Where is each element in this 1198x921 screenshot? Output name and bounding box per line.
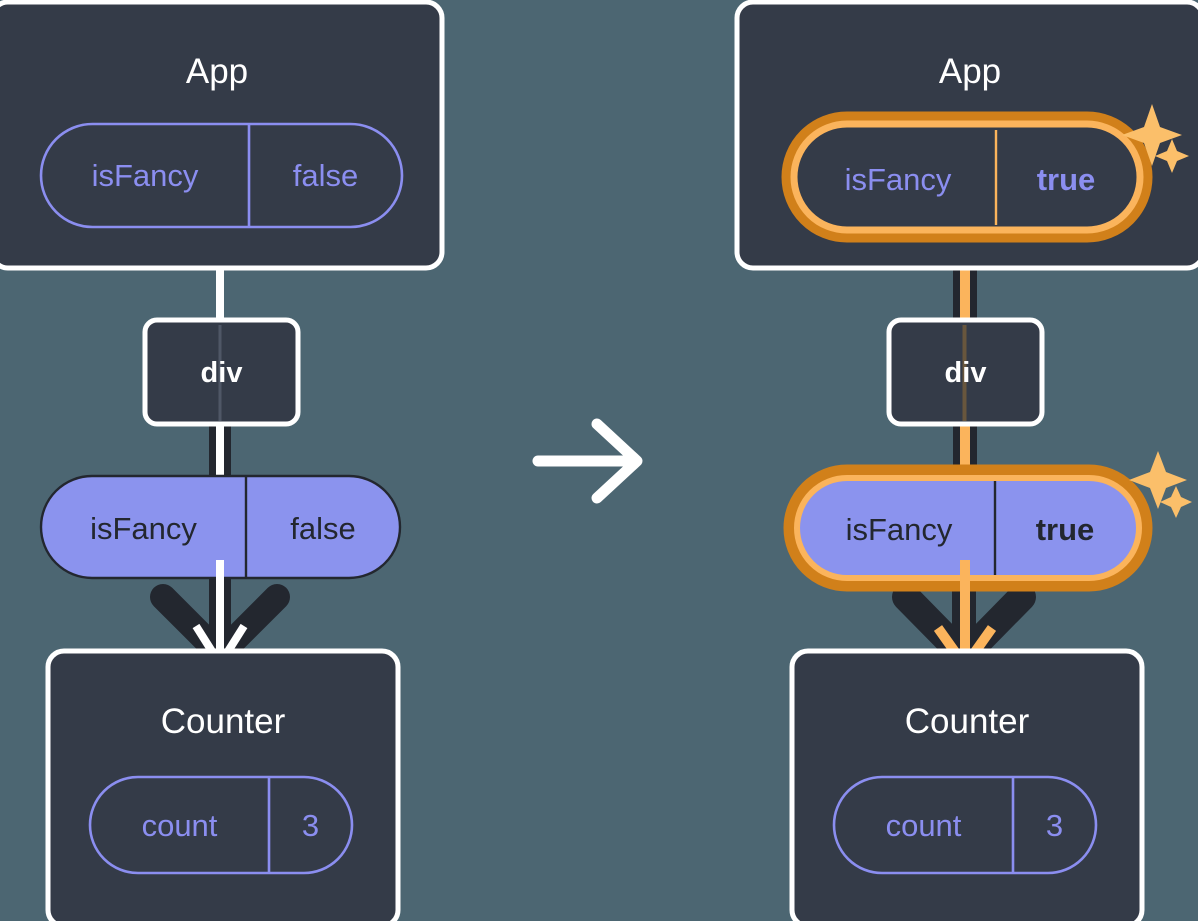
div-line-overlay-left	[218, 325, 222, 421]
app-pill-highlight-outer-right	[781, 111, 1153, 243]
app-panel-left	[0, 0, 445, 271]
counter-state-pill-left	[88, 775, 354, 875]
prop-pill-right	[783, 464, 1153, 592]
connector-app-to-div-orange-right	[960, 225, 970, 330]
app-state-pill-right	[781, 111, 1153, 243]
div-line-overlay-right	[962, 325, 967, 421]
connector-app-to-div-left	[216, 262, 224, 324]
transition-right-arrow-icon	[532, 418, 643, 504]
app-pill-highlight-inner-right	[790, 120, 1144, 234]
counter-state-pill-right	[832, 775, 1098, 875]
app-panel-right	[734, 0, 1198, 271]
counter-panel-left	[45, 648, 401, 921]
connector-div-to-prop-white-left	[216, 418, 224, 518]
counter-panel-right	[789, 648, 1145, 921]
sparkle-icon-prop-right	[1129, 451, 1192, 518]
sparkle-icon-app-right	[1122, 104, 1189, 173]
app-state-pill-left	[39, 122, 404, 229]
